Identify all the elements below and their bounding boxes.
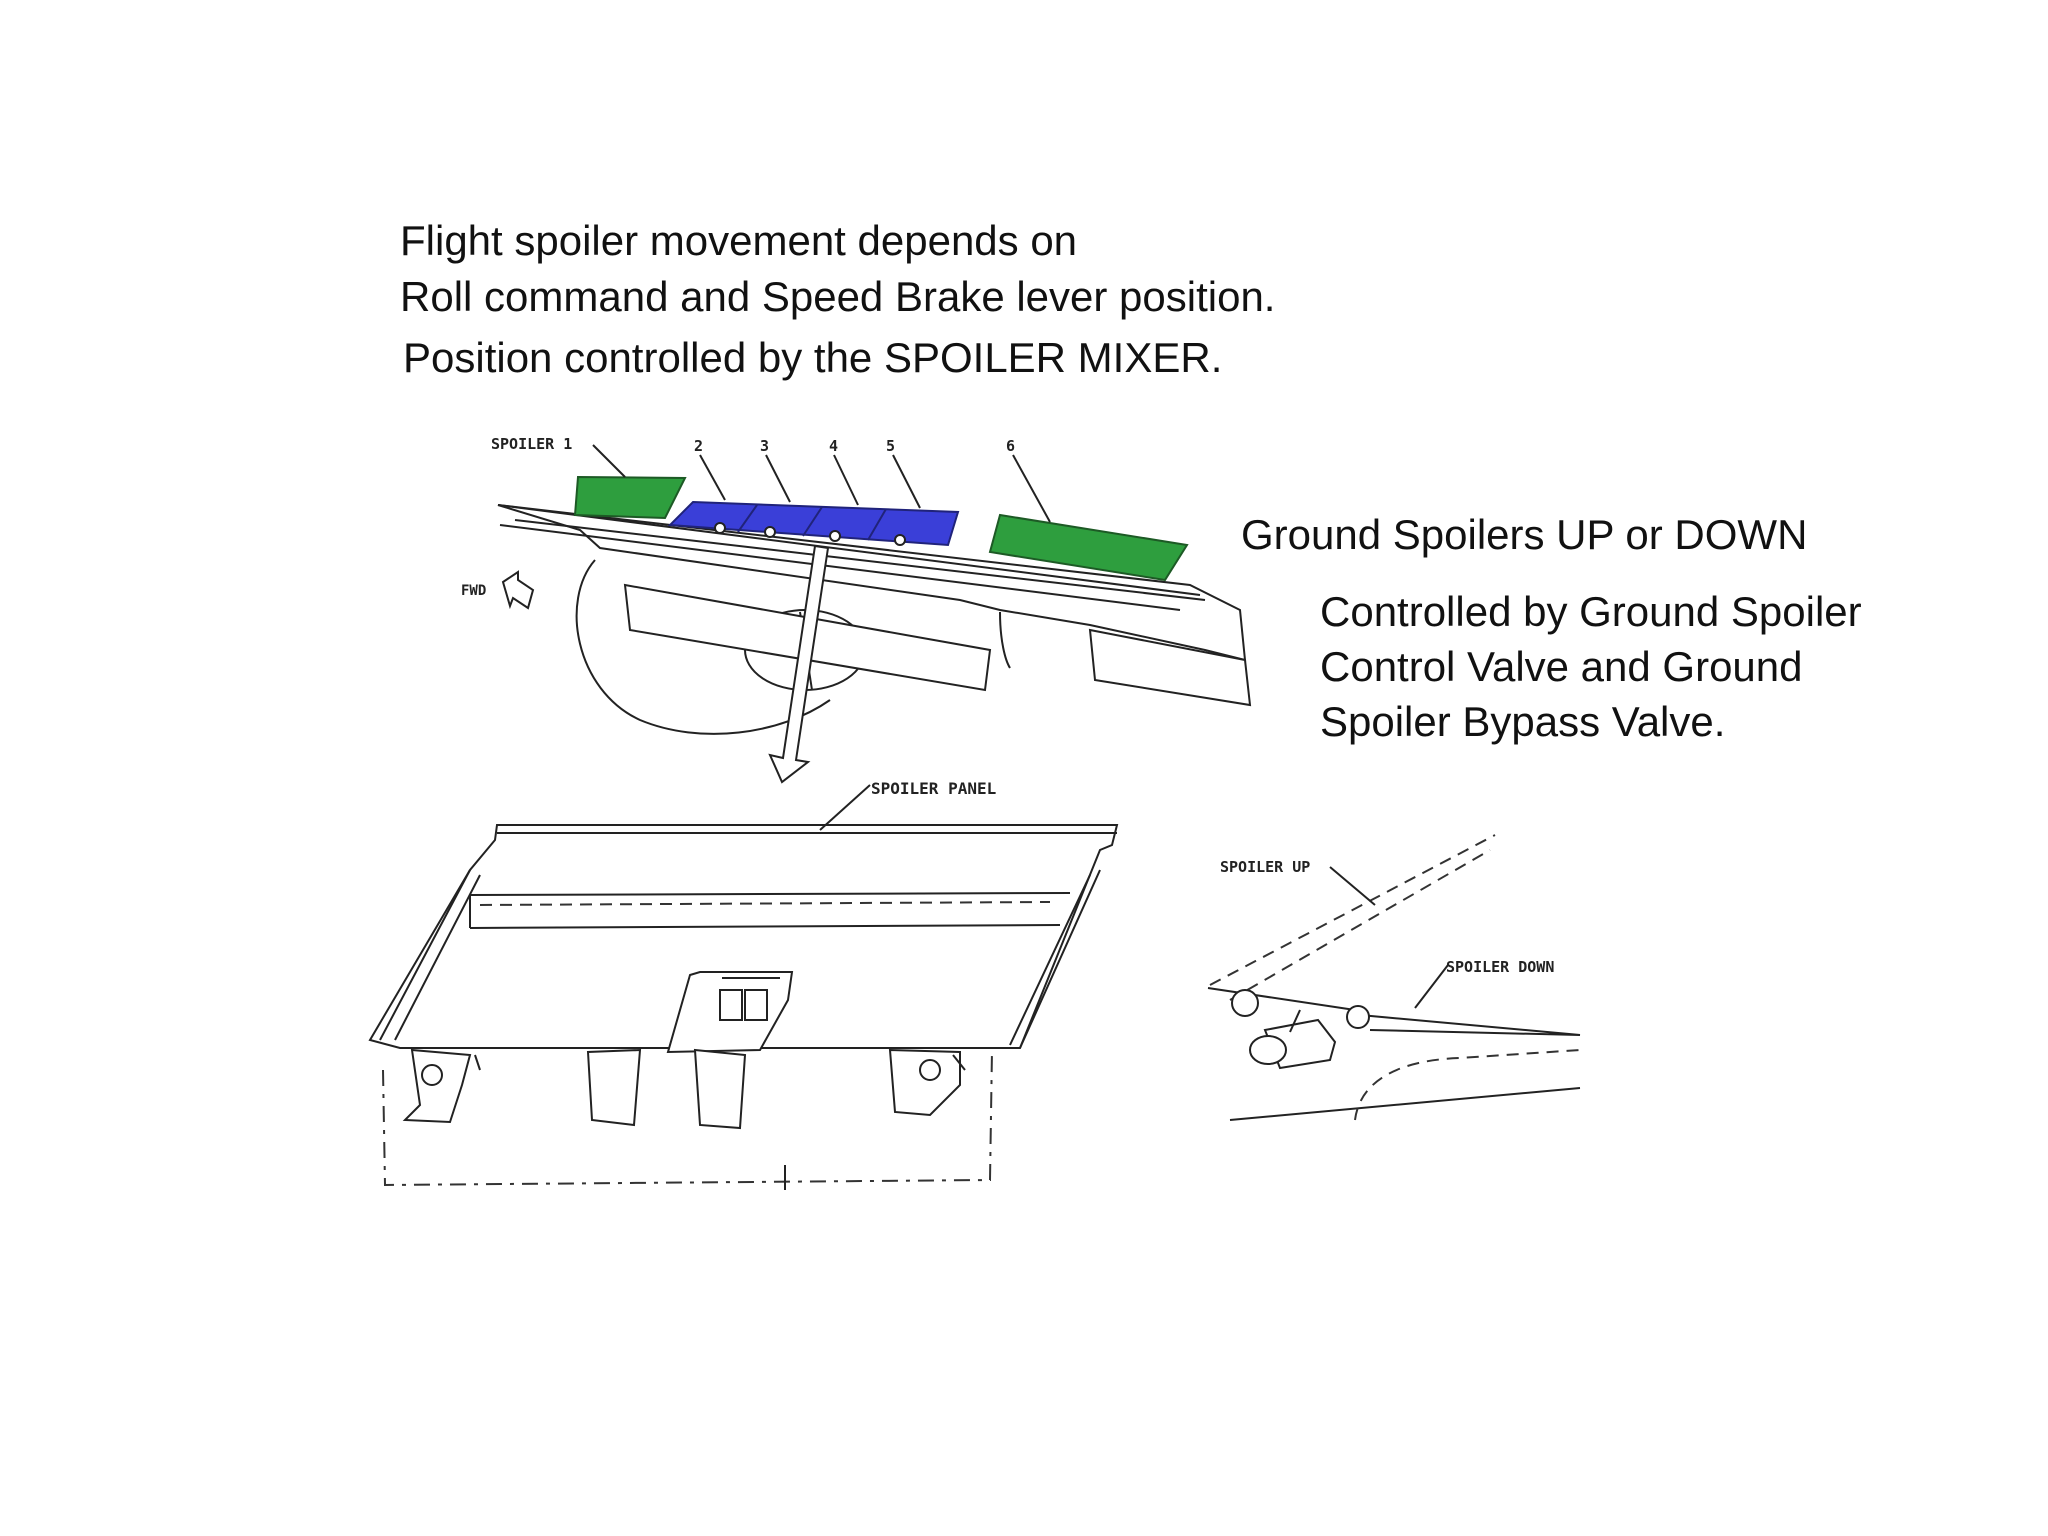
label-spoiler-6: 6 [1006, 437, 1015, 455]
ground-spoiler-1 [573, 475, 687, 520]
flight-spoiler-line-2: Roll command and Speed Brake lever posit… [400, 273, 1276, 320]
label-spoiler-2: 2 [694, 437, 703, 455]
detail-pointer-arrow [768, 544, 830, 784]
label-spoiler-1: SPOILER 1 [491, 435, 572, 453]
label-spoiler-down: SPOILER DOWN [1446, 958, 1554, 976]
flight-spoilers-2-5 [667, 500, 960, 547]
label-spoiler-5: 5 [886, 437, 895, 455]
leader-spoiler-1 [592, 444, 626, 478]
leader-spoiler-down [1414, 964, 1449, 1009]
ground-spoilers-title: Ground Spoilers UP or DOWN [1241, 511, 1808, 558]
hinge-fitting-4 [888, 1048, 961, 1117]
spoiler-up-down-detail: SPOILER UP SPOILER DOWN [1207, 834, 1581, 1121]
flight-spoiler-line-3: Position controlled by the SPOILER MIXER… [403, 334, 1223, 381]
ground-spoiler-6 [988, 513, 1189, 582]
fwd-arrow-icon [501, 570, 535, 610]
engine-nacelle-outline [575, 559, 831, 735]
actuator-end [1249, 1035, 1287, 1065]
flight-spoiler-line-1: Flight spoiler movement depends on [400, 217, 1078, 264]
wing-overview: SPOILER 1 2 3 4 5 6 FWD [461, 435, 1252, 784]
label-spoiler-up: SPOILER UP [1220, 858, 1310, 876]
ground-spoilers-line-2: Control Valve and Ground [1320, 643, 1803, 690]
hinge-fitting-3 [693, 1048, 747, 1130]
leader-spoiler-panel [819, 784, 871, 831]
label-fwd: FWD [461, 583, 486, 599]
outboard-flap [1088, 628, 1252, 707]
spoiler-panel-detail: SPOILER PANEL [368, 779, 1119, 1190]
label-spoiler-panel: SPOILER PANEL [871, 779, 996, 798]
wing-body [497, 504, 1247, 662]
ground-spoilers-line-3: Spoiler Bypass Valve. [1320, 698, 1726, 745]
hinge-fitting-1 [402, 1048, 472, 1124]
label-spoiler-3: 3 [760, 437, 769, 455]
ground-spoilers-line-1: Controlled by Ground Spoiler [1320, 588, 1862, 635]
label-spoiler-4: 4 [829, 437, 838, 455]
hinge-fitting-2 [586, 1048, 642, 1127]
leader-spoiler-up [1329, 866, 1376, 906]
